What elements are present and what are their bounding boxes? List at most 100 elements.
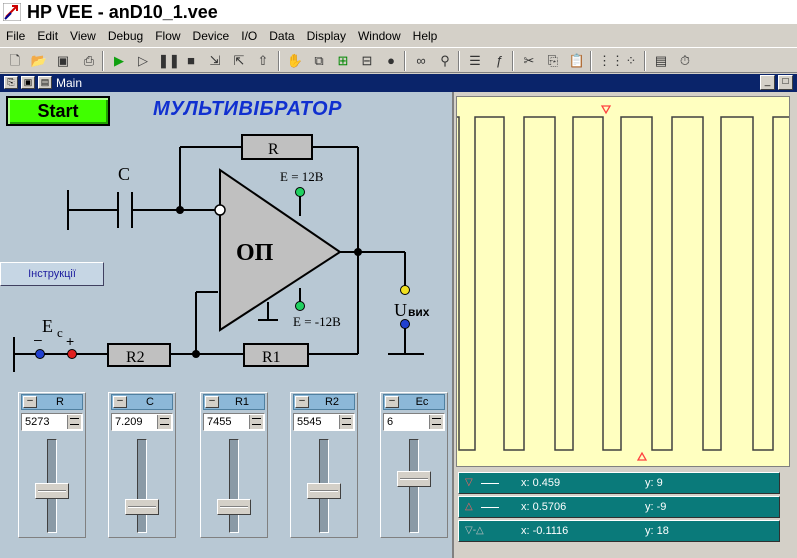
vminus-terminal [295,301,305,311]
record-icon[interactable]: ● [387,53,395,68]
marker-min-icon[interactable] [636,451,648,461]
binoculars-icon[interactable]: ∞ [416,53,426,68]
new-icon[interactable]: 🗋 [9,53,21,68]
duplicate-icon[interactable]: ⧉ [314,53,324,68]
spin-icon[interactable] [339,415,353,429]
spin-icon[interactable] [429,415,443,429]
menu-debug[interactable]: Debug [107,29,144,43]
slider-header: –R1 [203,394,265,410]
run-icon[interactable]: ▶ [114,53,124,68]
step-into-icon[interactable]: ⇲ [209,53,221,68]
calibrate-icon[interactable]: ⊟ [361,53,373,68]
app-icon [3,3,21,21]
find-icon[interactable]: ⚲ [440,53,450,68]
function-icon[interactable]: ƒ [495,53,503,68]
menu-device[interactable]: Device [192,29,230,43]
slider-value-field[interactable]: 7.209 [111,413,173,431]
slider-value-field[interactable]: 7455 [203,413,265,431]
collapse-button[interactable]: – [205,396,219,408]
slider-thumb[interactable] [217,499,251,515]
slider-title: Ec [415,396,429,408]
minimize-icon[interactable]: _ [760,75,775,90]
marker-max-icon[interactable] [600,105,612,115]
slider-thumb[interactable] [125,499,159,515]
slider-thumb[interactable] [397,471,431,487]
spin-icon[interactable] [249,415,263,429]
menu-edit[interactable]: Edit [37,29,59,43]
marker-max-icon: ▽ [465,477,473,488]
toolbar: 🗋 📂 ▣ ⎙ ▶ ▷ ❚❚ ■ ⇲ ⇱ ⇧ ✋ ⧉ ⊞ ⊟ ● ∞ ⚲ ☰ ƒ… [0,47,797,73]
collapse-button[interactable]: – [113,396,127,408]
copy-icon[interactable]: ⎘ [547,53,559,68]
connect-icon[interactable]: ⊞ [337,53,349,68]
slider-header: –R2 [293,394,355,410]
label-c: C [118,164,130,184]
marker-readout-delta: ▽-△ x: -0.1116 y: 18 [458,520,780,542]
label-e-pos: E = 12В [280,169,324,184]
slider-thumb[interactable] [307,483,341,499]
label-uout-sub: вих [408,305,430,319]
properties-icon[interactable]: ☰ [469,53,481,68]
marker-min-icon: △ [465,501,473,512]
spin-icon[interactable] [157,415,171,429]
label-r: R [268,141,279,158]
slider-value-field[interactable]: 5273 [21,413,83,431]
step-out-icon[interactable]: ⇧ [257,53,269,68]
slider-track[interactable] [229,439,239,533]
slider-value-field[interactable]: 6 [383,413,445,431]
readout-x: x: -0.1116 [521,525,569,537]
print-icon[interactable]: ⎙ [83,53,95,68]
label-r1: R1 [262,349,281,366]
slider-value-field[interactable]: 5545 [293,413,355,431]
ec-minus-terminal [35,349,45,359]
hand-icon[interactable]: ✋ [286,53,304,68]
step-icon[interactable]: ▷ [138,53,148,68]
menu-window[interactable]: Window [357,29,401,43]
stop-icon[interactable]: ■ [187,53,195,68]
slider-thumb[interactable] [35,483,69,499]
start-button[interactable]: Start [6,96,110,126]
menu-data[interactable]: Data [269,29,295,43]
label-e-neg: E = -12В [293,314,341,329]
menu-view[interactable]: View [70,29,96,43]
timer-icon[interactable]: ⏱ [679,53,691,68]
menu-help[interactable]: Help [412,29,438,43]
label-ec: E [42,316,53,336]
slider-r2: –R2 5545 [290,392,358,538]
slider-title: C [146,396,154,408]
slider-track[interactable] [137,439,147,533]
slider-r: –R 5273 [18,392,86,538]
multivibrator-circuit: C R R2 R1 ОП E = 12В E = -12В E c – + U … [13,134,430,372]
step-over-icon[interactable]: ⇱ [233,53,245,68]
slider-title: R [56,396,64,408]
panel-view-icon[interactable]: ▤ [38,76,52,89]
window-title: HP VEE - anD10_1.vee [27,2,218,22]
square-wave-trace [457,116,789,451]
label-minus: – [34,331,42,347]
waveform-plot[interactable] [456,96,790,467]
paste-icon[interactable]: 📋 [568,53,586,68]
maximize-icon[interactable]: □ [778,75,793,90]
pause-icon[interactable]: ❚❚ [158,53,180,68]
label-ec-sub: c [57,325,63,340]
window-menu-icon[interactable]: ⎘ [4,76,18,89]
spin-icon[interactable] [67,415,81,429]
save-icon[interactable]: ▣ [56,53,70,68]
slider-header: –R [21,394,83,410]
grid-icon[interactable]: ⋮⋮ [598,53,624,68]
collapse-button[interactable]: – [23,396,37,408]
menu-flow[interactable]: Flow [155,29,181,43]
menu-io[interactable]: I/O [241,29,258,43]
open-icon[interactable]: 📂 [30,53,48,68]
collapse-button[interactable]: – [295,396,309,408]
snap-icon[interactable]: ⁘ [625,53,637,68]
menu-display[interactable]: Display [306,29,346,43]
panel-icon[interactable]: ▤ [654,53,668,68]
menu-file[interactable]: File [6,29,26,43]
cut-icon[interactable]: ✂ [523,53,535,68]
collapse-button[interactable]: – [385,396,399,408]
detail-view-icon[interactable]: ▣ [21,76,35,89]
instructions-button[interactable]: Інструкції [0,262,104,286]
label-uout: U [394,300,407,320]
main-window-bar: ⎘ ▣ ▤ Main [0,74,797,92]
